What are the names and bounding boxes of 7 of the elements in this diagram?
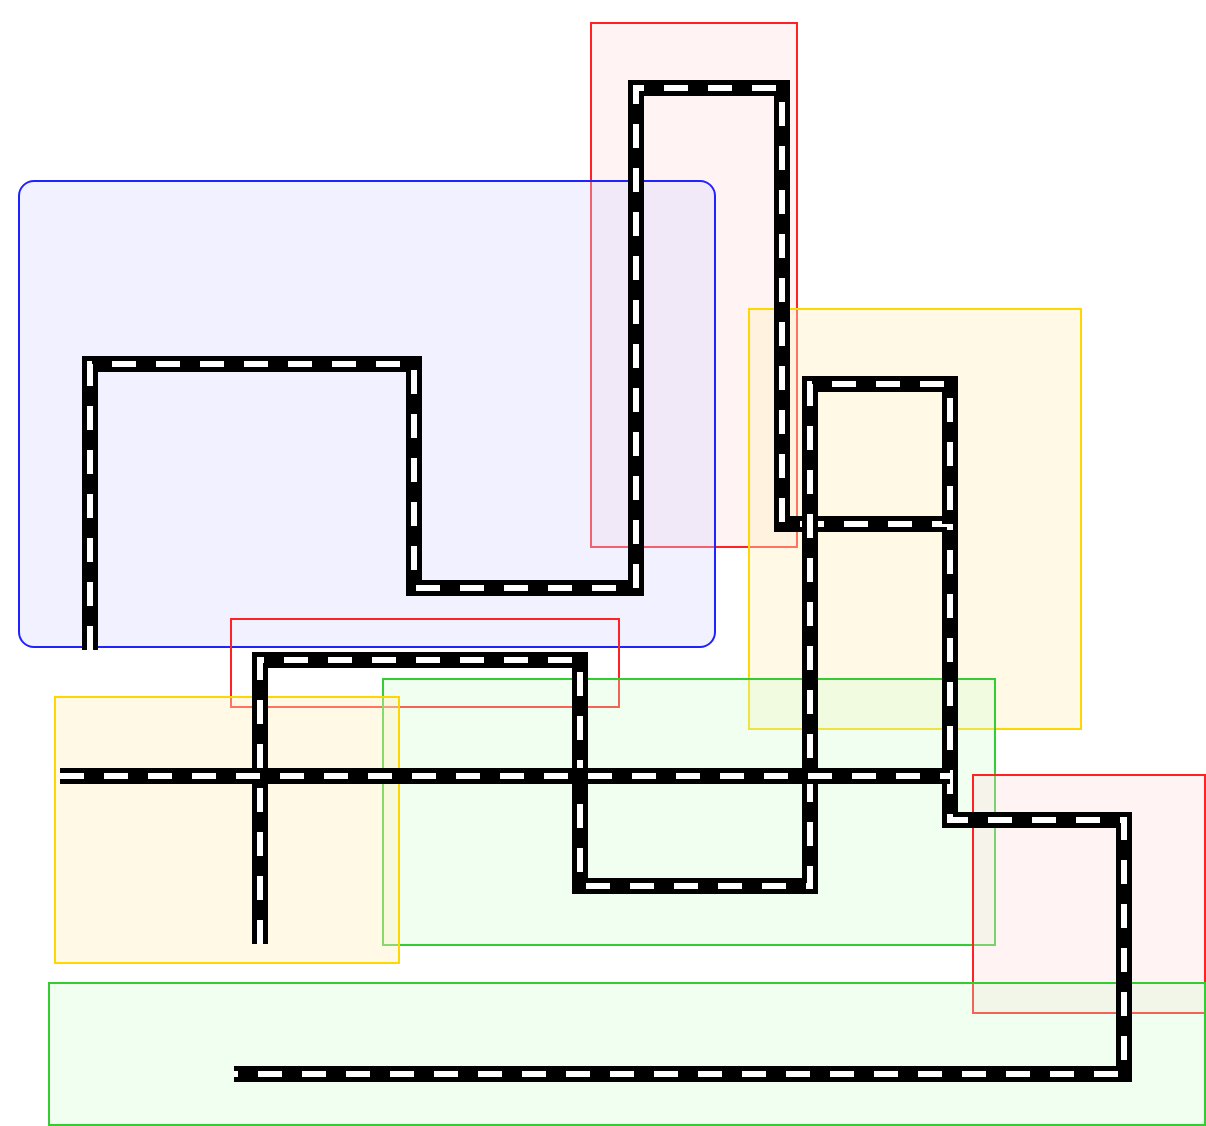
zone-area	[54, 696, 400, 964]
zone-area	[18, 180, 716, 648]
zone-area	[590, 22, 798, 548]
zone-area	[48, 982, 1206, 1126]
zone-area	[382, 678, 996, 946]
zone-area	[748, 308, 1082, 730]
zone-area	[230, 618, 620, 708]
